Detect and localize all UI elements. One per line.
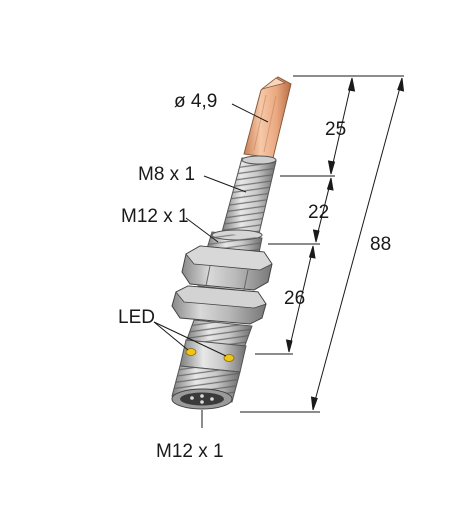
- m12-thread-lower: [185, 319, 253, 349]
- label-diameter: ø 4,9: [174, 91, 217, 112]
- led-light-left: [185, 348, 197, 356]
- dimension-label-26: 26: [284, 288, 305, 309]
- leader-led-right: [153, 321, 227, 357]
- dimension-label-25: 25: [325, 119, 346, 140]
- sensor: [171, 76, 292, 410]
- led-light-right: [223, 354, 235, 362]
- label-led: LED: [118, 307, 155, 328]
- connector-pin: [190, 396, 194, 400]
- dimension-label-88: 88: [370, 234, 391, 255]
- label-thread-mid: M12 x 1: [121, 206, 189, 227]
- copper-probe: [243, 76, 292, 159]
- label-thread-top: M8 x 1: [138, 164, 195, 185]
- hex-nut-upper: [181, 245, 273, 291]
- connector-pin: [210, 397, 214, 401]
- leader-led-left: [153, 321, 189, 351]
- dimension-label-22: 22: [308, 202, 329, 223]
- dimension-lines: [285, 77, 405, 411]
- leader-lines: [153, 103, 269, 428]
- m12-connector: [171, 365, 241, 410]
- leader-thread-mid: [185, 217, 219, 243]
- m8-thread: [221, 155, 277, 239]
- hex-nut-lower: [171, 285, 267, 325]
- connector-pin: [200, 400, 204, 404]
- leader-thread-top: [203, 175, 247, 193]
- connector-pin: [200, 394, 204, 398]
- leader-diameter: [231, 103, 269, 123]
- extension-lines: [240, 75, 404, 413]
- label-thread-bottom: M12 x 1: [156, 441, 224, 462]
- led-housing: [179, 339, 247, 373]
